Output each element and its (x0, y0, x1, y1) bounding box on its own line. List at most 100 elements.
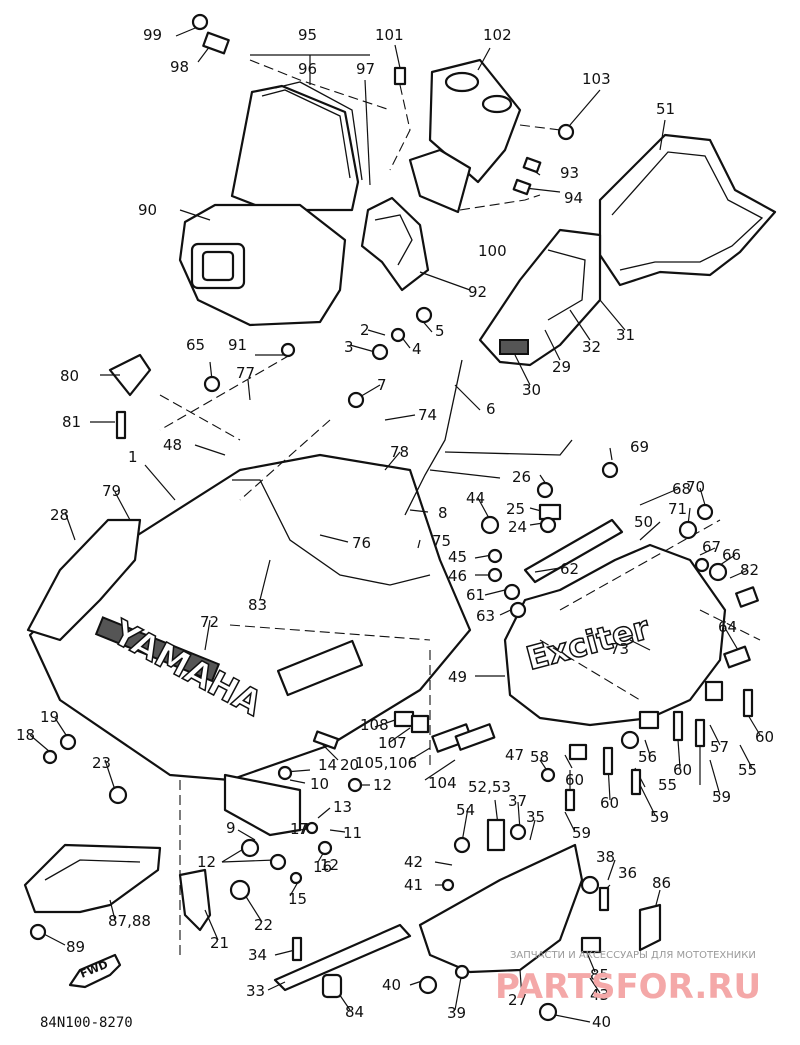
mount-bracket-9 (223, 773, 302, 837)
callout-102: 102 (483, 26, 512, 44)
callout-37: 37 (508, 792, 527, 810)
callout-12c: 12 (320, 856, 339, 874)
callout-32: 32 (582, 338, 601, 356)
drawing-code: 84N100-8270 (40, 1015, 133, 1031)
callout-59c: 59 (712, 788, 731, 806)
callout-25: 25 (506, 500, 525, 518)
hardware (29, 13, 759, 1022)
callout-65: 65 (186, 336, 205, 354)
callout-79: 79 (102, 482, 121, 500)
callout-42: 42 (404, 853, 423, 871)
callout-105-106: 105,106 (355, 754, 417, 772)
callout-6: 6 (486, 400, 496, 418)
callout-57: 57 (710, 738, 729, 756)
callout-104: 104 (428, 774, 457, 792)
callout-46: 46 (448, 567, 467, 585)
callout-50: 50 (634, 513, 653, 531)
callout-36: 36 (618, 864, 637, 882)
callout-49: 49 (448, 668, 467, 686)
callout-69: 69 (630, 438, 649, 456)
callout-7a: 7 (377, 376, 387, 394)
callout-23: 23 (92, 754, 111, 772)
callout-11: 11 (343, 824, 362, 842)
callout-33: 33 (246, 982, 265, 1000)
callout-16: 16 (313, 858, 332, 876)
under-tray (23, 843, 162, 914)
callout-20: 20 (340, 756, 359, 774)
callout-52-53: 52,53 (468, 778, 511, 796)
callout-60d: 60 (565, 771, 584, 789)
callout-66: 66 (722, 546, 741, 564)
fwd-arrow: FWD (68, 953, 122, 989)
callout-28: 28 (50, 506, 69, 524)
callout-82: 82 (740, 561, 759, 579)
callout-45: 45 (448, 548, 467, 566)
callout-86: 86 (652, 874, 671, 892)
callout-48: 48 (163, 436, 182, 454)
callout-15: 15 (288, 890, 307, 908)
cable-6 (404, 359, 463, 516)
cable-branch-2 (429, 469, 501, 479)
callout-54: 54 (456, 801, 475, 819)
callout-labels: 1 2 3 4 5 6 7 7 8 9 10 11 12 12 12 13 14… (16, 26, 774, 1031)
watermark-tagline: ЗАПЧАСТИ И АКСЕССУАРЫ ДЛЯ МОТОТЕХНИКИ (510, 950, 756, 961)
watermark-brand: PARTSFOR.RU (495, 967, 761, 1007)
hood: YAMAHA (28, 453, 472, 782)
callout-34: 34 (248, 946, 267, 964)
callout-13: 13 (333, 798, 352, 816)
callout-14: 14 (318, 756, 337, 774)
callout-98: 98 (170, 58, 189, 76)
callout-77: 77 (236, 364, 255, 382)
callout-26: 26 (512, 468, 531, 486)
callout-97: 97 (356, 60, 375, 78)
callout-85: 85 (590, 966, 609, 984)
callout-55b: 55 (738, 761, 757, 779)
callout-2: 2 (360, 321, 370, 339)
lower-rail-33 (273, 923, 412, 992)
callout-63: 63 (476, 607, 495, 625)
callout-24: 24 (508, 518, 527, 536)
callout-40a: 40 (382, 976, 401, 994)
callout-59a: 59 (572, 824, 591, 842)
callout-41: 41 (404, 876, 423, 894)
callout-73: 73 (610, 640, 629, 658)
side-panel-51 (598, 133, 777, 287)
callout-60a: 60 (600, 794, 619, 812)
callout-108: 108 (360, 716, 389, 734)
callout-31: 31 (616, 326, 635, 344)
callout-87-88: 87,88 (108, 912, 151, 930)
callout-76: 76 (352, 534, 371, 552)
lower-panel-27 (418, 843, 584, 974)
callout-103: 103 (582, 70, 611, 88)
callout-96: 96 (298, 60, 317, 78)
callout-17: 17 (290, 820, 309, 838)
callout-93: 93 (560, 164, 579, 182)
callout-7b: 7 (298, 820, 308, 838)
callout-59b: 59 (650, 808, 669, 826)
callout-43: 43 (590, 986, 609, 1004)
callout-3: 3 (344, 338, 354, 356)
callout-1: 1 (128, 448, 138, 466)
callout-38: 38 (596, 848, 615, 866)
callout-47: 47 (505, 746, 524, 764)
callout-75: 75 (432, 532, 451, 550)
callout-10: 10 (310, 775, 329, 793)
callout-18: 18 (16, 726, 35, 744)
callout-70: 70 (686, 478, 705, 496)
side-panel-29 (478, 228, 602, 367)
console (408, 58, 522, 214)
callout-68: 68 (672, 480, 691, 498)
callout-60b: 60 (673, 761, 692, 779)
bracket-80 (108, 353, 152, 397)
callout-90: 90 (138, 201, 157, 219)
callout-91: 91 (228, 336, 247, 354)
callout-107: 107 (378, 734, 407, 752)
callout-64: 64 (718, 618, 737, 636)
callout-81: 81 (62, 413, 81, 431)
callout-71: 71 (668, 500, 687, 518)
callout-60c: 60 (755, 728, 774, 746)
cable-branch (444, 439, 573, 456)
callout-39: 39 (447, 1004, 466, 1022)
callout-99: 99 (143, 26, 162, 44)
